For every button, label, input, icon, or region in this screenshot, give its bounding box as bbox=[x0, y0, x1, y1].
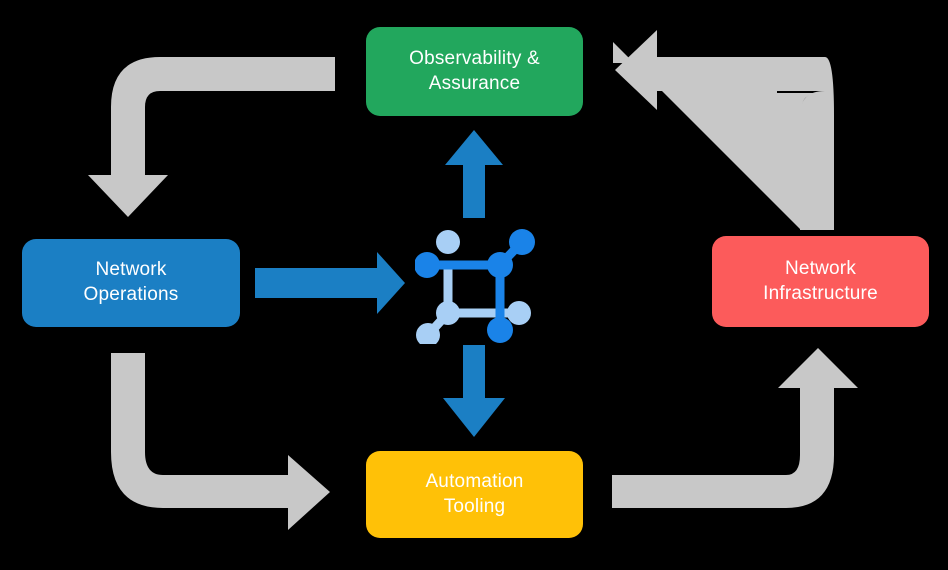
arrow-center-to-observability bbox=[445, 130, 503, 218]
node-observability-label: Observability & Assurance bbox=[409, 47, 540, 94]
node-automation-tooling-label: Automation Tooling bbox=[425, 470, 524, 517]
node-network-operations-label: Network Operations bbox=[83, 259, 179, 305]
node-network-infrastructure-label: Network Infrastructure bbox=[763, 257, 878, 304]
arrow-observability-to-operations bbox=[88, 57, 335, 217]
node-network-operations[interactable]: Network Operations bbox=[22, 239, 240, 327]
node-automation-tooling[interactable]: Automation Tooling bbox=[366, 451, 583, 538]
node-observability-assurance[interactable]: Observability & Assurance bbox=[366, 27, 583, 116]
arrow-operations-to-center bbox=[255, 252, 405, 314]
node-network-infrastructure[interactable]: Network Infrastructure bbox=[712, 236, 929, 327]
arrow-center-to-automation bbox=[443, 345, 505, 437]
network-topology-icon bbox=[415, 229, 535, 344]
arrow-infrastructure-to-observability-body bbox=[615, 30, 834, 230]
arrow-automation-to-infrastructure bbox=[612, 348, 858, 508]
arrow-operations-to-automation bbox=[111, 353, 330, 530]
